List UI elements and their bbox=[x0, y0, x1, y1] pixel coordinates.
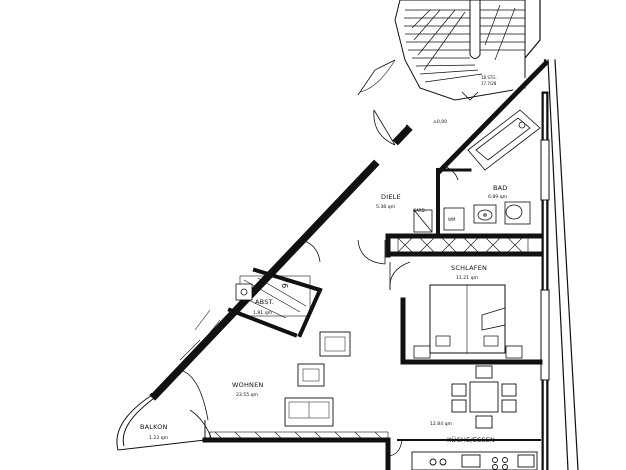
room-area: 1.81 qm bbox=[253, 310, 273, 316]
room-name: KÜCHE/ESSEN bbox=[447, 435, 495, 444]
doors bbox=[179, 109, 459, 457]
garderobe-label: GARD. bbox=[413, 208, 426, 213]
balcony bbox=[116, 389, 206, 451]
kitchen-counter bbox=[411, 451, 538, 470]
room-area: 12.84 qm bbox=[430, 421, 453, 427]
level-mark: ±0,00 bbox=[433, 119, 447, 125]
staircase bbox=[357, 0, 541, 101]
room-name: ABST. bbox=[255, 298, 274, 306]
dining-furniture bbox=[451, 365, 517, 429]
room-area: 11.21 qm bbox=[456, 275, 479, 281]
washer-label: WM bbox=[448, 217, 456, 222]
room-name: BAD bbox=[493, 184, 508, 192]
room-name: BALKON bbox=[140, 423, 168, 431]
living-furniture bbox=[284, 331, 351, 427]
walls bbox=[149, 58, 579, 470]
room-area: 6.89 qm bbox=[488, 194, 508, 200]
hatched-walls bbox=[174, 237, 529, 441]
room-area: 5.38 qm bbox=[376, 204, 396, 210]
unit-number: 76 bbox=[280, 278, 289, 288]
room-name: DIELE bbox=[381, 193, 401, 201]
room-labels: DIELE 5.38 qm BAD 6.89 qm SCHLAFEN 11.21… bbox=[140, 184, 508, 444]
bedroom-furniture bbox=[413, 284, 523, 359]
stair-dims: 17.7/28 bbox=[481, 81, 497, 86]
room-area: 1.23 qm bbox=[149, 435, 169, 441]
plan-annotations: ±0,00 18 STG. 17.7/28 GARD. WM 76 bbox=[280, 75, 497, 288]
room-area: 23.55 qm bbox=[236, 392, 259, 398]
bathroom-fixtures bbox=[413, 109, 541, 233]
room-name: WOHNEN bbox=[232, 381, 263, 389]
stair-steps: 18 STG. bbox=[481, 75, 497, 80]
closet bbox=[235, 283, 253, 301]
room-name: SCHLAFEN bbox=[451, 264, 487, 272]
